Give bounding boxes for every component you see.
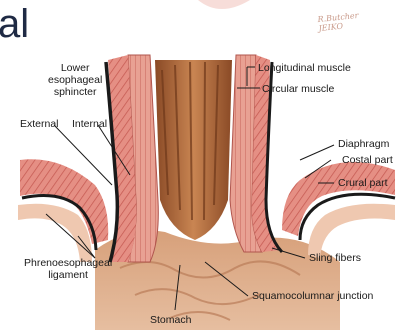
- label-stomach: Stomach: [150, 314, 191, 326]
- label-longitudinal-muscle: Longitudinal muscle: [258, 62, 351, 74]
- label-external: External: [20, 118, 59, 130]
- label-squamocolumnar-junction: Squamocolumnar junction: [252, 290, 373, 302]
- label-circular-muscle: Circular muscle: [262, 83, 334, 95]
- label-phrenoesophageal-ligament: Phrenoesophageal ligament: [24, 257, 112, 281]
- label-internal: Internal: [72, 118, 107, 130]
- label-costal-part: Costal part: [342, 154, 393, 166]
- label-lower-esophageal-sphincter: Lower esophageal sphincter: [48, 62, 102, 98]
- right-tissue: [308, 204, 395, 258]
- left-diaphragm: [20, 159, 108, 244]
- slide-title-fragment: al: [0, 2, 29, 46]
- top-shading: [198, 0, 250, 9]
- label-sling-fibers: Sling fibers: [309, 252, 361, 264]
- label-crural-part: Crural part: [338, 177, 388, 189]
- label-diaphragm: Diaphragm: [338, 138, 389, 150]
